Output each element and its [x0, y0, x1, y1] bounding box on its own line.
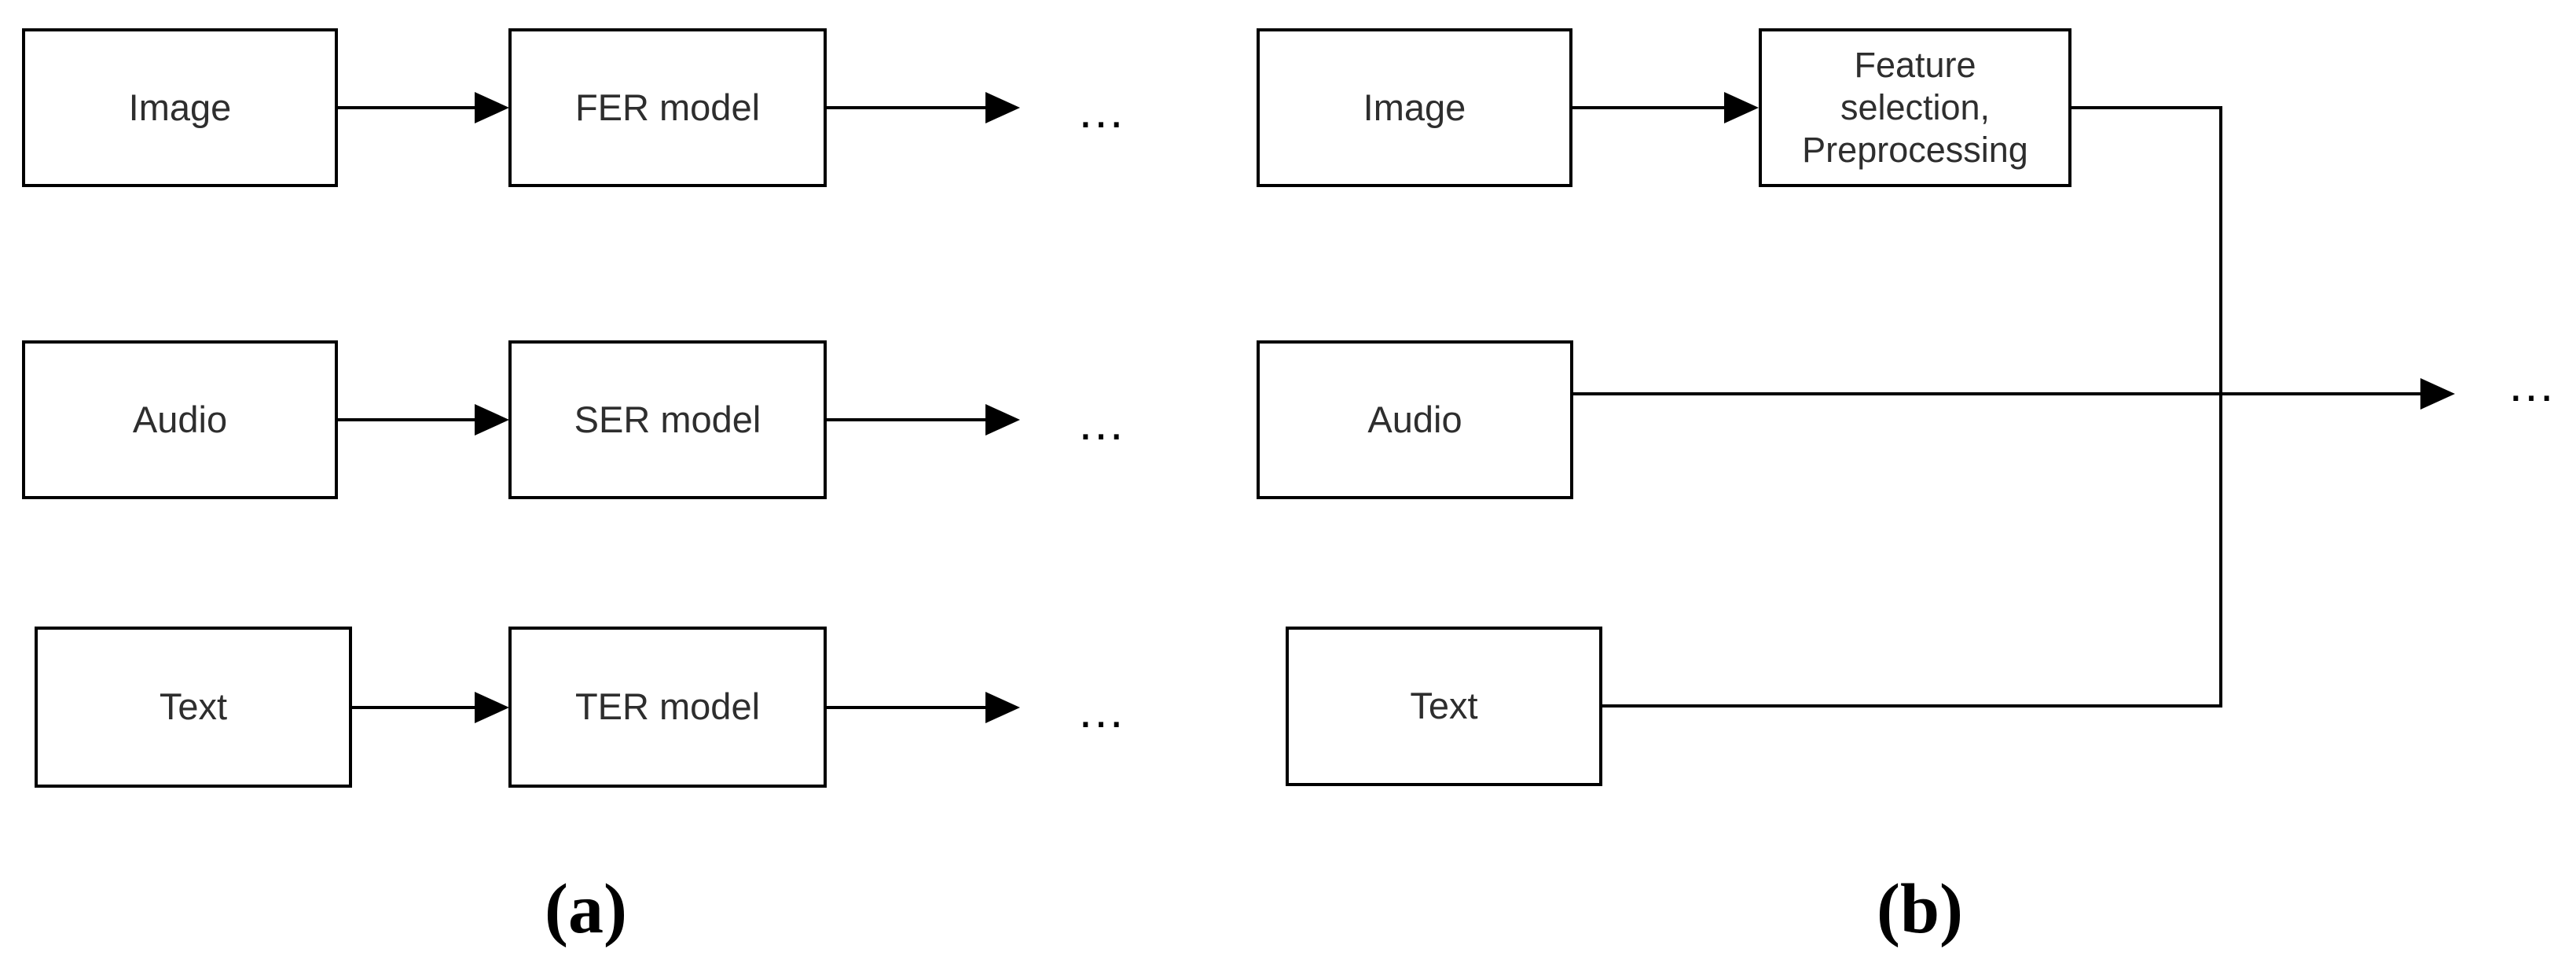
ellipsis-continuation: …	[1077, 396, 1127, 450]
arrowhead-icon	[985, 92, 1020, 123]
connector-line	[2071, 106, 2222, 109]
arrowhead-icon	[475, 692, 509, 723]
arrowhead-icon	[475, 404, 509, 436]
connector-line	[1572, 106, 1724, 109]
panel-a-audio-box: Audio	[22, 340, 338, 499]
panel-a-ter-model-box: TER model	[508, 627, 827, 788]
ellipsis-continuation: …	[1077, 84, 1127, 138]
arrowhead-icon	[985, 404, 1020, 436]
connector-line	[827, 106, 987, 109]
connector-line	[352, 706, 476, 709]
panel-b-feature-selection-box: Feature selection, Preprocessing	[1759, 28, 2071, 187]
ellipsis-continuation: …	[1077, 684, 1127, 738]
panel-a-fer-model-box: FER model	[508, 28, 827, 187]
arrowhead-icon	[1724, 92, 1759, 123]
panel-a-ser-model-box: SER model	[508, 340, 827, 499]
panel-b-audio-box: Audio	[1257, 340, 1573, 499]
connector-line	[827, 418, 987, 421]
panel-a-text-box: Text	[35, 627, 352, 788]
arrowhead-icon	[985, 692, 1020, 723]
connector-line	[827, 706, 987, 709]
connector-line	[1602, 704, 2222, 708]
panel-b-text-box: Text	[1286, 627, 1602, 786]
panel-a-image-box: Image	[22, 28, 338, 187]
fusion-trunk-line	[2219, 106, 2222, 708]
panel-a-caption: (a)	[545, 870, 627, 948]
connector-line	[1573, 392, 2420, 395]
arrowhead-icon	[2420, 378, 2455, 410]
connector-line	[338, 418, 476, 421]
panel-b-image-box: Image	[1257, 28, 1572, 187]
ellipsis-continuation: …	[2507, 358, 2557, 412]
arrowhead-icon	[475, 92, 509, 123]
panel-b-caption: (b)	[1877, 870, 1963, 948]
connector-line	[338, 106, 476, 109]
